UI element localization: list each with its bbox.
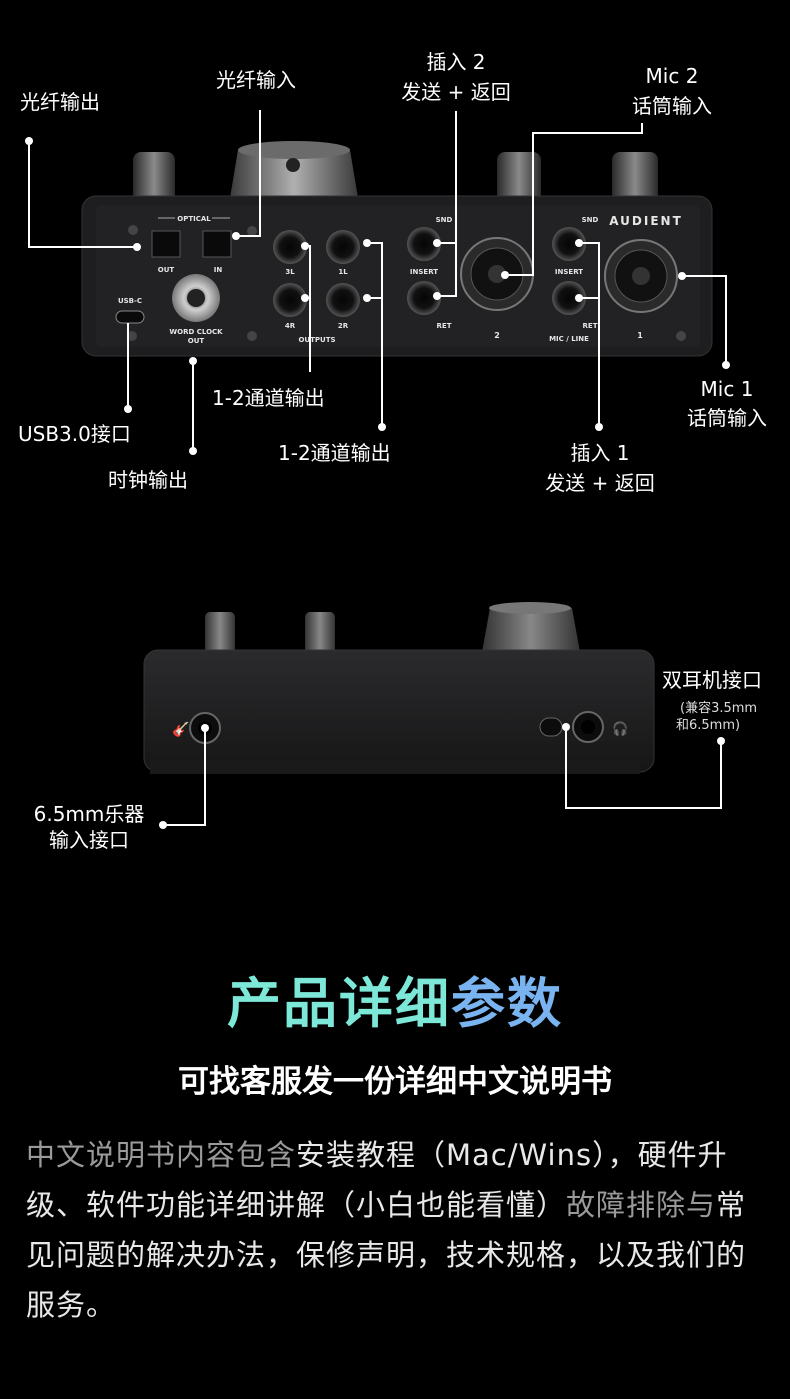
print-snd-a: SND — [436, 216, 453, 224]
output-3l-jack — [273, 230, 307, 264]
label-mic2-line2: 话筒输入 — [632, 94, 712, 118]
optical-out-port — [151, 230, 181, 258]
section-title-part1: 产品详细 — [227, 972, 451, 1035]
desc-part4: 常见问题的解决办法，保修声明，技术规格，以及我们的服务。 — [26, 1188, 747, 1322]
knob-right-2 — [612, 152, 658, 202]
label-mic1-line2: 话筒输入 — [687, 406, 767, 430]
desc-part2: 安装教程（Mac/Wins），硬件升级、软件功能详细讲解（小白也能看懂） — [26, 1138, 728, 1222]
label-insert2-line2: 发送 + 返回 — [401, 80, 511, 104]
label-headphone-note2: 和6.5mm) — [676, 718, 741, 733]
label-outputs-12-a: 1-2通道输出 — [212, 386, 325, 410]
print-optical: OPTICAL — [177, 215, 211, 223]
label-optical-out: 光纤输出 — [20, 90, 100, 114]
print-4r: 4R — [285, 322, 296, 330]
rear-panel-device: OPTICAL OUT IN USB-C WORD CLOCK OUT 3L 1… — [25, 110, 730, 455]
label-instrument-line1: 6.5mm乐器 — [33, 802, 145, 826]
print-mic-line: MIC / LINE — [549, 335, 589, 343]
insert2-ret-jack — [407, 281, 441, 315]
front-volume-knob — [482, 608, 580, 652]
front-knob-stem-2 — [305, 612, 335, 654]
output-2r-jack — [326, 283, 360, 317]
print-3l: 3L — [285, 268, 295, 276]
print-out: OUT — [158, 266, 175, 274]
front-knob-stem-1 — [205, 612, 235, 654]
print-word-clock-out: OUT — [188, 337, 205, 345]
print-snd-b: SND — [582, 216, 599, 224]
print-word-clock: WORD CLOCK — [169, 328, 223, 336]
print-1l: 1L — [338, 268, 348, 276]
usb-c-port — [115, 310, 145, 324]
print-ch1: 1 — [637, 331, 643, 340]
print-usb-c: USB-C — [118, 297, 142, 305]
print-insert-a: INSERT — [410, 268, 438, 276]
output-4r-jack — [273, 283, 307, 317]
headphone-icon: 🎧 — [612, 721, 628, 737]
label-clock-out: 时钟输出 — [108, 468, 188, 492]
label-mic2-line1: Mic 2 — [645, 64, 699, 88]
desc-part1: 中文说明书内容包含 — [26, 1138, 297, 1172]
section-title-part2: 参数 — [451, 972, 563, 1035]
front-panel-device: 🎸 🎧 — [143, 602, 725, 829]
callout-dots — [25, 137, 730, 455]
label-usb: USB3.0接口 — [18, 422, 131, 446]
output-1l-jack — [326, 230, 360, 264]
label-insert1-line1: 插入 1 — [570, 441, 630, 465]
section-subtitle: 可找客服发一份详细中文说明书 — [178, 1064, 612, 1100]
knob-right-1 — [497, 152, 541, 202]
knob-left — [133, 152, 175, 202]
label-headphone-title: 双耳机接口 — [662, 668, 762, 692]
label-insert2-line1: 插入 2 — [426, 50, 486, 74]
print-ret-a: RET — [437, 322, 452, 330]
label-instrument-line2: 输入接口 — [49, 828, 129, 852]
label-outputs-12-b: 1-2通道输出 — [278, 441, 391, 465]
print-in: IN — [214, 266, 223, 274]
label-optical-in: 光纤输入 — [216, 68, 296, 92]
print-ret-b: RET — [583, 322, 598, 330]
optical-in-port — [202, 230, 232, 258]
desc-part3: 故障排除与 — [566, 1188, 717, 1222]
section-description: 中文说明书内容包含安装教程（Mac/Wins），硬件升级、软件功能详细讲解（小白… — [26, 1130, 768, 1330]
insert1-snd-jack — [552, 227, 586, 261]
print-ch2: 2 — [494, 331, 500, 340]
front-panel-body — [143, 649, 655, 773]
insert1-ret-jack — [552, 281, 586, 315]
print-brand: AUDIENT — [609, 214, 683, 228]
label-mic1-line1: Mic 1 — [700, 377, 754, 401]
label-headphone-note1: (兼容3.5mm — [680, 701, 758, 716]
volume-knob — [230, 150, 358, 198]
print-outputs: OUTPUTS — [298, 336, 335, 344]
label-insert1-line2: 发送 + 返回 — [545, 471, 655, 495]
print-insert-b: INSERT — [555, 268, 583, 276]
headphone-mini-jack — [539, 717, 563, 737]
print-2r: 2R — [338, 322, 349, 330]
guitar-icon: 🎸 — [172, 721, 189, 738]
insert2-snd-jack — [407, 227, 441, 261]
section-title: 产品详细参数 — [0, 970, 790, 1038]
